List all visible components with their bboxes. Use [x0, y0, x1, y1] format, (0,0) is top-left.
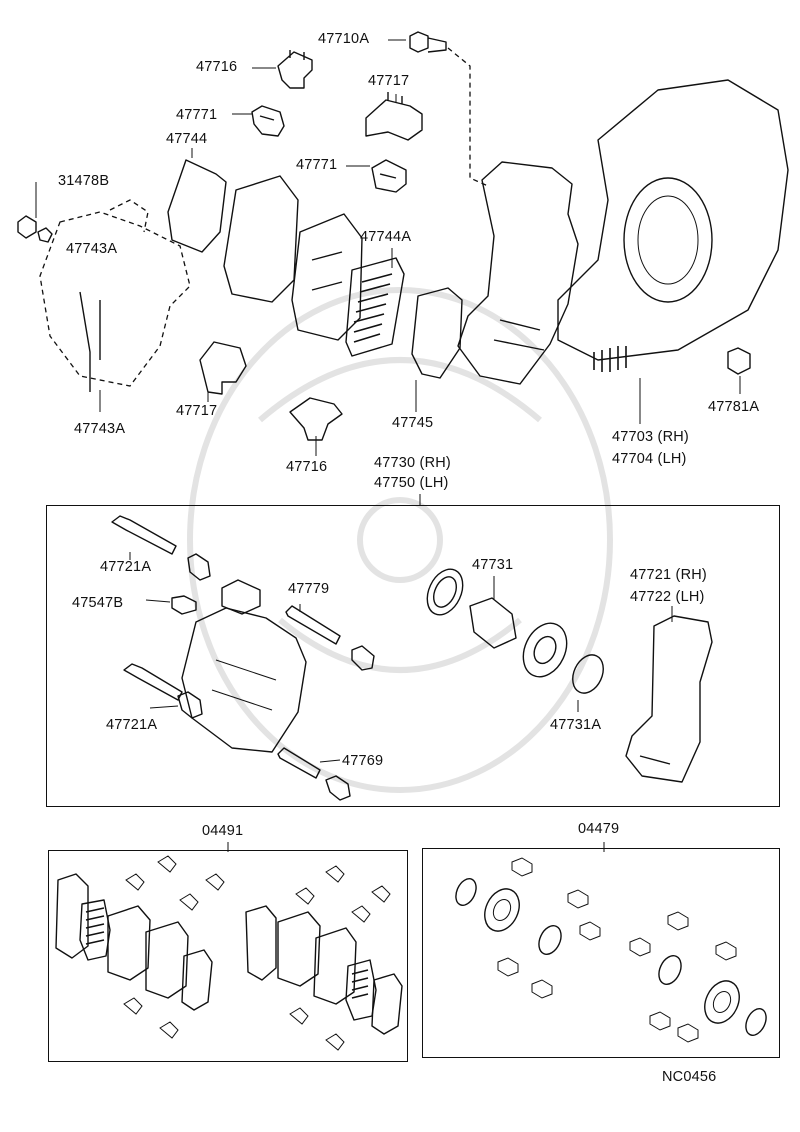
clip-47717-bottom-shape	[199, 341, 247, 395]
callout-47731[interactable]: 47731	[472, 557, 514, 573]
callout-47743A-top[interactable]: 47743A	[66, 241, 118, 257]
bolt-47710A-shape	[409, 31, 489, 187]
callout-47771-b[interactable]: 47771	[296, 157, 338, 173]
callout-47717-top[interactable]: 47717	[368, 73, 410, 89]
torque-plate-shape	[457, 161, 579, 385]
bolt-47721A-top-shape	[111, 515, 211, 581]
bleeder-plug-47547B-shape	[171, 595, 197, 615]
brake-pad-inner-shape	[291, 213, 363, 341]
kit-04479-seals-shape	[455, 857, 767, 1043]
callout-47722[interactable]: 47722 (LH)	[630, 589, 705, 605]
callout-47716-bottom[interactable]: 47716	[286, 459, 328, 475]
callout-47717-bottom[interactable]: 47717	[176, 403, 218, 419]
brake-pad-outer-shape	[223, 175, 299, 303]
callout-47721A-top[interactable]: 47721A	[100, 559, 152, 575]
callout-47716-top[interactable]: 47716	[196, 59, 238, 75]
shim-47744-shape	[167, 159, 227, 253]
callout-47547B[interactable]: 47547B	[72, 595, 124, 611]
bolt-47781A-shape	[727, 347, 751, 375]
callout-47745[interactable]: 47745	[392, 415, 434, 431]
callout-47744[interactable]: 47744	[166, 131, 208, 147]
callout-47721[interactable]: 47721 (RH)	[630, 567, 707, 583]
clip-47717-top-shape	[365, 92, 423, 141]
slide-pin-47779-shape	[285, 605, 375, 671]
caliper-assembly-box	[46, 505, 780, 807]
callout-47710A[interactable]: 47710A	[318, 31, 370, 47]
clip-47716-bottom-shape	[289, 397, 343, 441]
callout-47769[interactable]: 47769	[342, 753, 384, 769]
callout-kit-04491[interactable]: 04491	[202, 823, 244, 839]
callout-47771-a[interactable]: 47771	[176, 107, 218, 123]
callout-47750[interactable]: 47750 (LH)	[374, 475, 449, 491]
caliper-mounting-47721-shape	[625, 615, 713, 783]
callout-47721A-bottom[interactable]: 47721A	[106, 717, 158, 733]
caliper-body-shape	[181, 579, 307, 753]
callout-47704[interactable]: 47704 (LH)	[612, 451, 687, 467]
pad-kit-04491-box	[48, 850, 408, 1062]
watermark-emblem	[187, 287, 613, 793]
piston-seal-47731-shape	[426, 568, 568, 678]
callout-47779[interactable]: 47779	[288, 581, 330, 597]
slide-pin-47769-shape	[277, 747, 351, 801]
callout-47703[interactable]: 47703 (RH)	[612, 429, 689, 445]
diagram-code: NC0456	[662, 1069, 717, 1085]
dust-cover-47703-shape	[557, 79, 789, 372]
callout-47731A[interactable]: 47731A	[550, 717, 602, 733]
callout-47743A-bottom[interactable]: 47743A	[74, 421, 126, 437]
boot-ring-47731A-shape	[572, 654, 604, 694]
callout-47744A[interactable]: 47744A	[360, 229, 412, 245]
clip-47716-top-shape	[277, 50, 313, 89]
callout-47730[interactable]: 47730 (RH)	[374, 455, 451, 471]
shim-clip-47771a-shape	[251, 105, 285, 137]
kit-04491-pads-shape	[55, 855, 403, 1051]
shim-47745-shape	[411, 287, 463, 379]
bolt-47721A-bottom-shape	[123, 663, 203, 719]
callout-47781A[interactable]: 47781A	[708, 399, 760, 415]
anti-squeal-shim-47744A-shape	[345, 257, 405, 357]
seal-kit-04479-box	[422, 848, 780, 1058]
callout-kit-04479[interactable]: 04479	[578, 821, 620, 837]
caliper-47743A-outline	[39, 199, 191, 392]
shim-clip-47771b-shape	[371, 159, 407, 193]
callout-31478B[interactable]: 31478B	[58, 173, 110, 189]
bleeder-cap-31478B-shape	[17, 215, 53, 243]
